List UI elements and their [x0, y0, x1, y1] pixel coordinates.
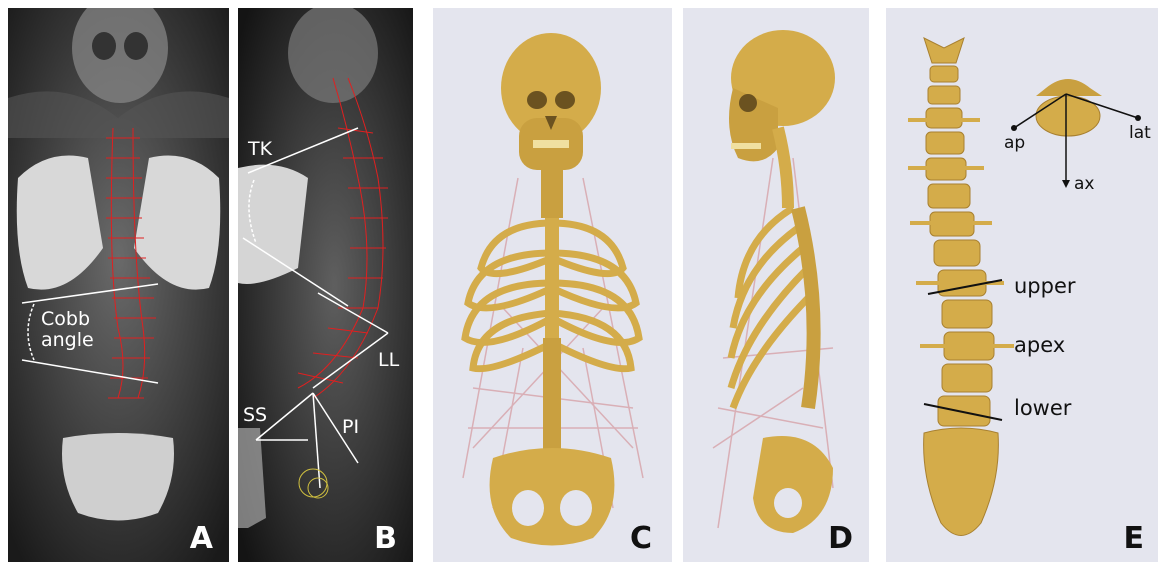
lower-label: lower — [1014, 398, 1071, 419]
panel-b-lateral-xray: TK LL SS PI B — [238, 8, 413, 562]
lat-axis-label: lat — [1129, 125, 1151, 142]
ll-label: LL — [378, 351, 399, 370]
panel-letter-b: B — [374, 524, 397, 554]
vertebra-axes-inset — [1011, 79, 1141, 188]
panel-e-spine-model: ap lat ax upper apex lower E — [886, 8, 1158, 562]
frontal-xray-image — [8, 8, 229, 562]
lateral-xray-image — [238, 8, 413, 562]
lateral-skeleton-render — [683, 8, 869, 562]
upper-label: upper — [1014, 276, 1076, 297]
panel-letter-a: A — [190, 524, 213, 554]
panel-letter-d: D — [828, 524, 853, 554]
angle-label: angle — [41, 331, 94, 350]
cobb-label: Cobb — [41, 310, 90, 329]
ap-axis-label: ap — [1004, 135, 1025, 152]
pi-label: PI — [342, 418, 359, 437]
panel-c-frontal-model: C — [433, 8, 672, 562]
panel-letter-e: E — [1124, 524, 1145, 554]
panel-a-frontal-xray: Cobb angle A — [8, 8, 229, 562]
ax-axis-label: ax — [1074, 176, 1094, 193]
panel-letter-c: C — [630, 524, 652, 554]
ss-label: SS — [243, 406, 267, 425]
tk-label: TK — [248, 140, 272, 159]
apex-label: apex — [1014, 335, 1065, 356]
frontal-skeleton-render — [433, 8, 672, 562]
panel-d-lateral-model: D — [683, 8, 869, 562]
